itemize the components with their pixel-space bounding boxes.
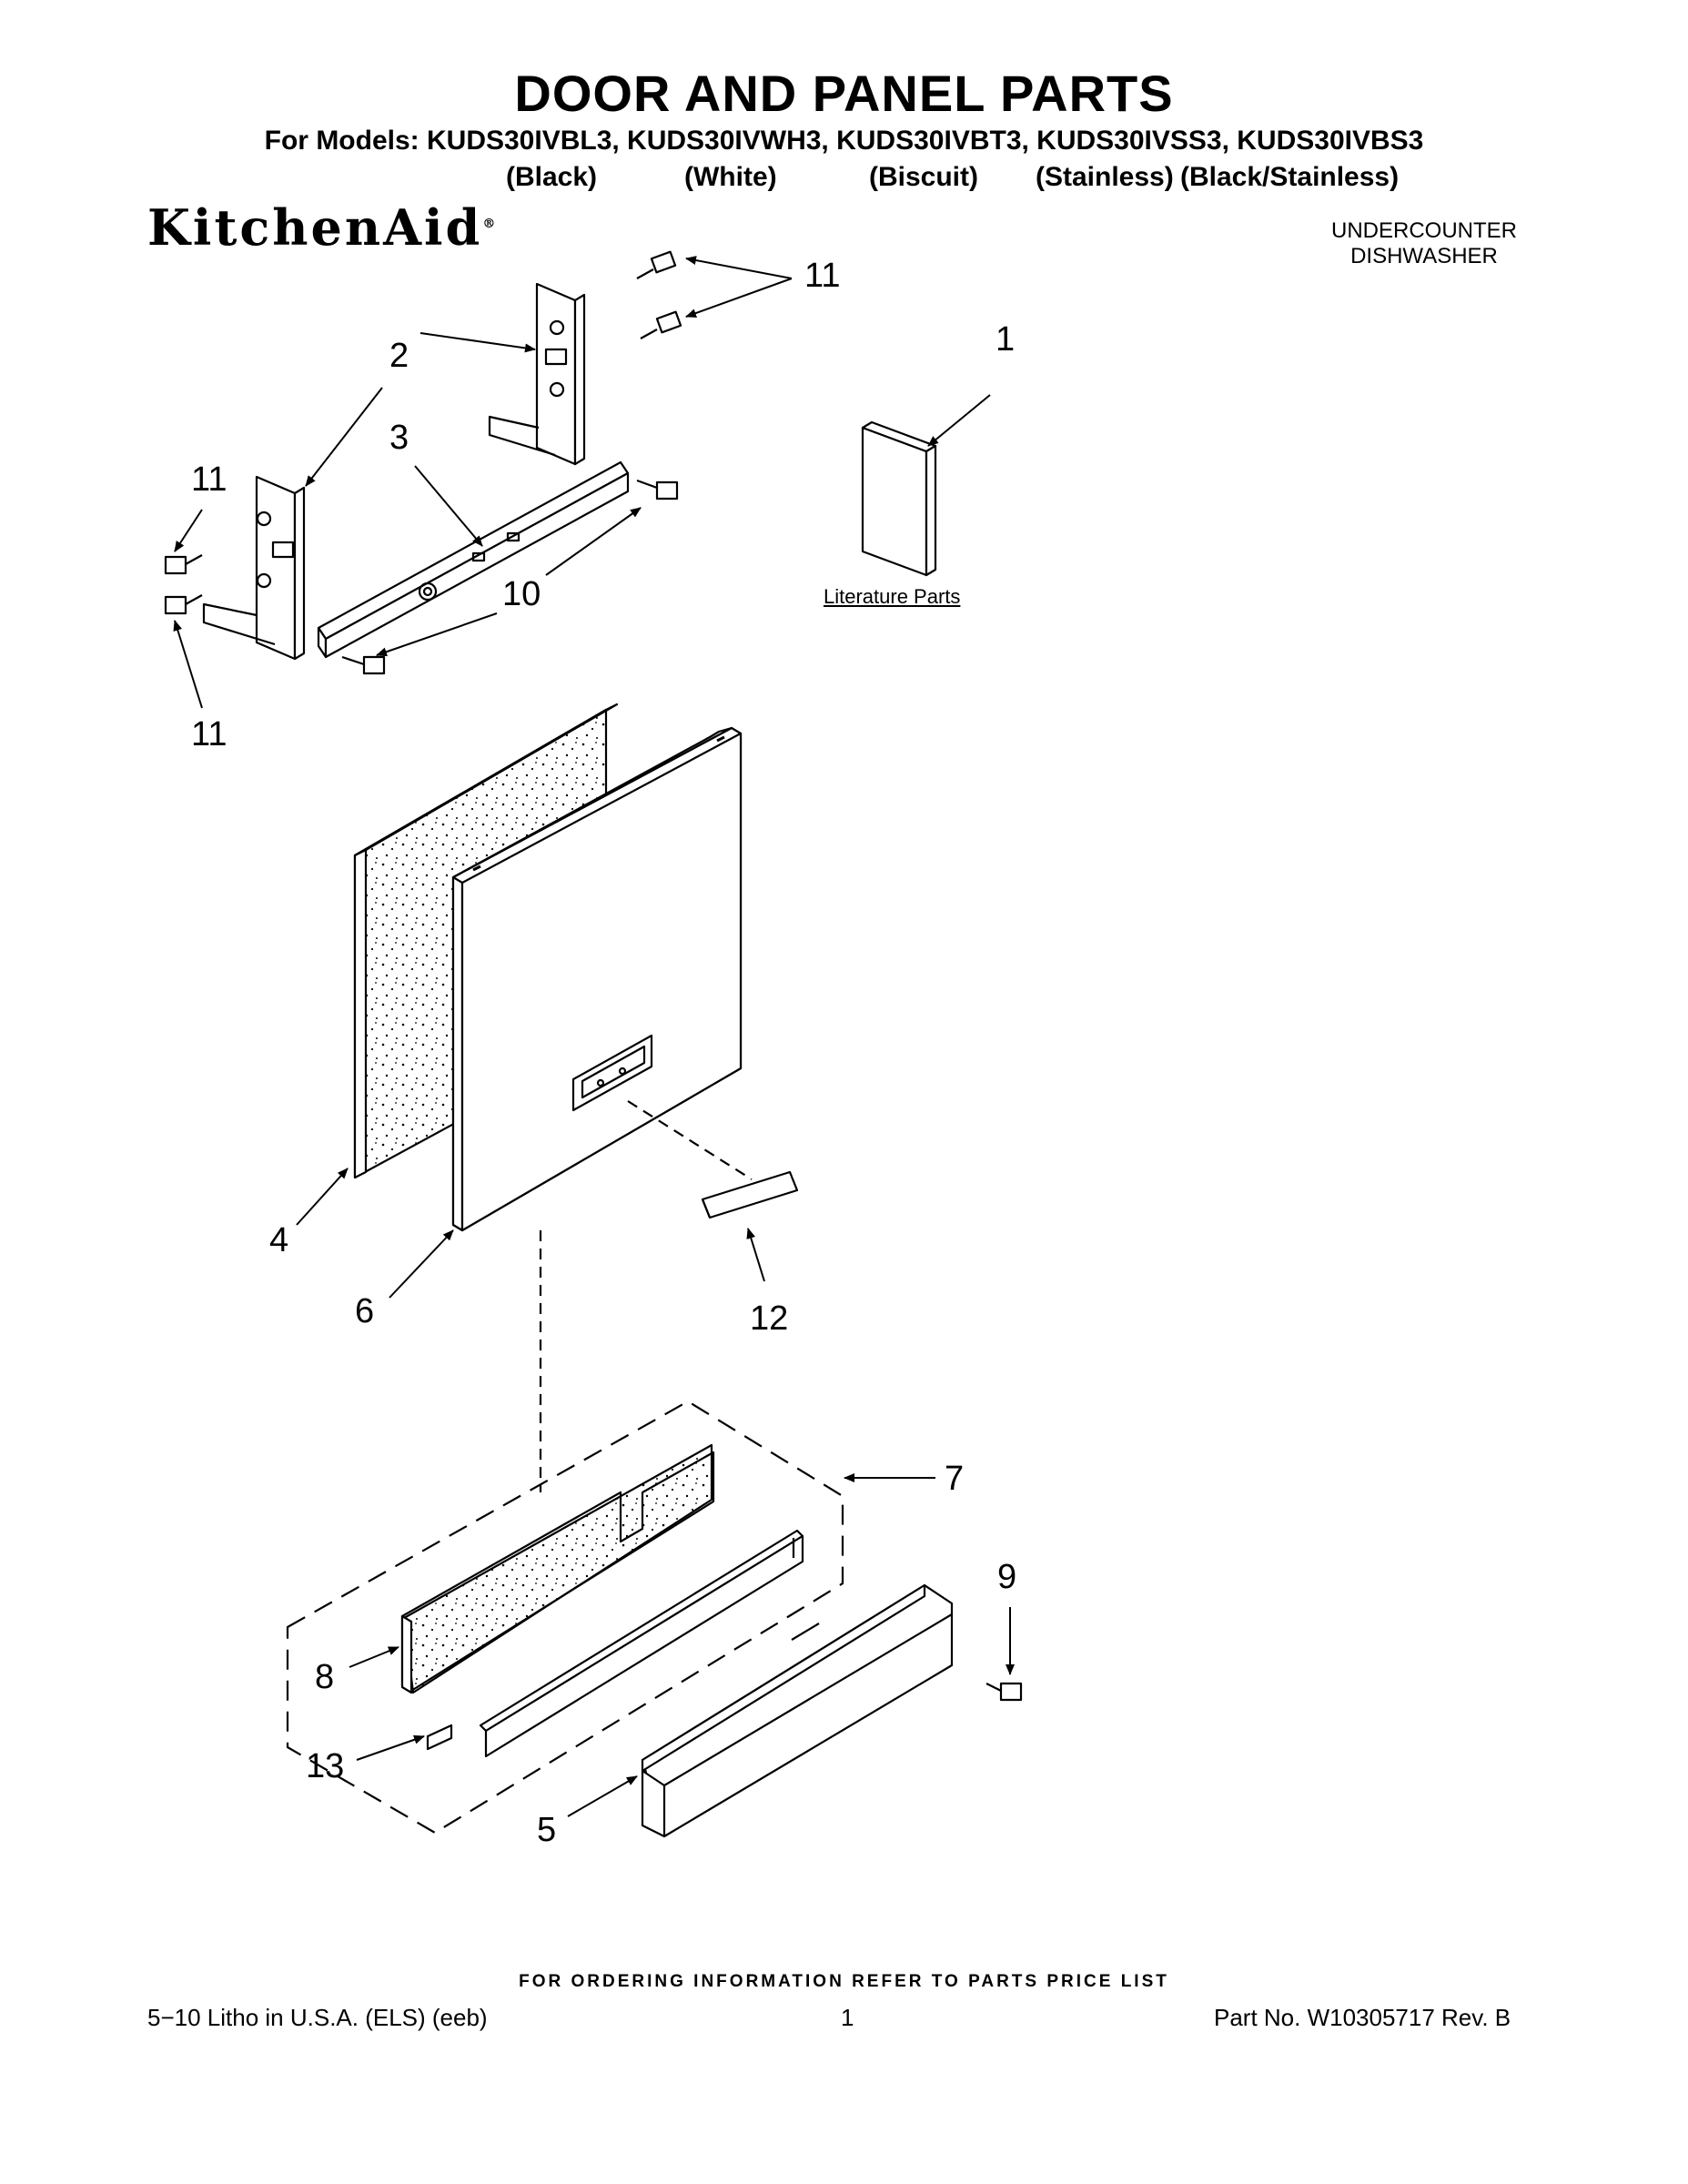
toe-panel-insulation (400, 1443, 715, 1694)
outer-door-panel (451, 726, 743, 1232)
variant-black: (Black) (506, 162, 598, 192)
variant-white: (White) (684, 162, 777, 192)
kit-7-outline (286, 1400, 844, 1835)
callout-10: 10 (502, 575, 541, 613)
callout-11-top: 11 (804, 257, 841, 295)
page-number: 1 (841, 2004, 854, 2031)
screw-11-left-2 (164, 594, 203, 615)
screw-11-left-1 (164, 554, 203, 575)
callout-13: 13 (306, 1747, 345, 1785)
brand-logo: KitchenAid® (147, 198, 496, 257)
product-line-2: DISHWASHER (1350, 244, 1498, 268)
callout-11-left-lower: 11 (191, 715, 227, 753)
toe-panel-trim (479, 1529, 804, 1758)
door-brace (317, 460, 630, 659)
callout-6: 6 (355, 1292, 375, 1330)
mounting-bracket-right (488, 282, 586, 466)
product-type: UNDERCOUNTER DISHWASHER (1274, 218, 1574, 269)
callout-1: 1 (996, 320, 1016, 359)
screw-11-top-1 (636, 250, 677, 279)
page-title: DOOR AND PANEL PARTS (514, 65, 1174, 122)
handle-insert (701, 1170, 799, 1219)
part-number: Part No. W10305717 Rev. B (1214, 2004, 1511, 2031)
product-line-1: UNDERCOUNTER (1331, 218, 1517, 243)
leader-arrows (173, 256, 1015, 1817)
screw-11-top-2 (640, 310, 682, 339)
models-line: For Models: KUDS30IVBL3, KUDS30IVWH3, KU… (264, 126, 1424, 156)
screw-10-left (341, 655, 386, 675)
variant-stainless: (Stainless) (1036, 162, 1174, 192)
screw-10-right (636, 479, 679, 500)
screw-9 (986, 1682, 1023, 1702)
callout-3: 3 (389, 419, 409, 457)
toe-panel-clip (426, 1724, 453, 1751)
callout-2: 2 (389, 337, 409, 375)
literature-parts-booklet (861, 420, 937, 577)
callout-8: 8 (315, 1658, 335, 1696)
callout-9: 9 (997, 1558, 1017, 1596)
ordering-note: FOR ORDERING INFORMATION REFER TO PARTS … (519, 1972, 1169, 1991)
variant-biscuit: (Biscuit) (869, 162, 978, 192)
callout-4: 4 (269, 1221, 289, 1259)
callout-5: 5 (537, 1811, 557, 1849)
callout-12: 12 (750, 1299, 789, 1338)
litho-info: 5−10 Litho in U.S.A. (ELS) (eeb) (147, 2004, 488, 2031)
literature-parts-label: Literature Parts (824, 585, 961, 608)
callout-7: 7 (945, 1460, 965, 1498)
mounting-bracket-left (202, 475, 306, 661)
toe-panel (641, 1583, 954, 1838)
variant-black-stainless: (Black/Stainless) (1180, 162, 1400, 192)
callout-11-left-upper: 11 (191, 460, 227, 499)
